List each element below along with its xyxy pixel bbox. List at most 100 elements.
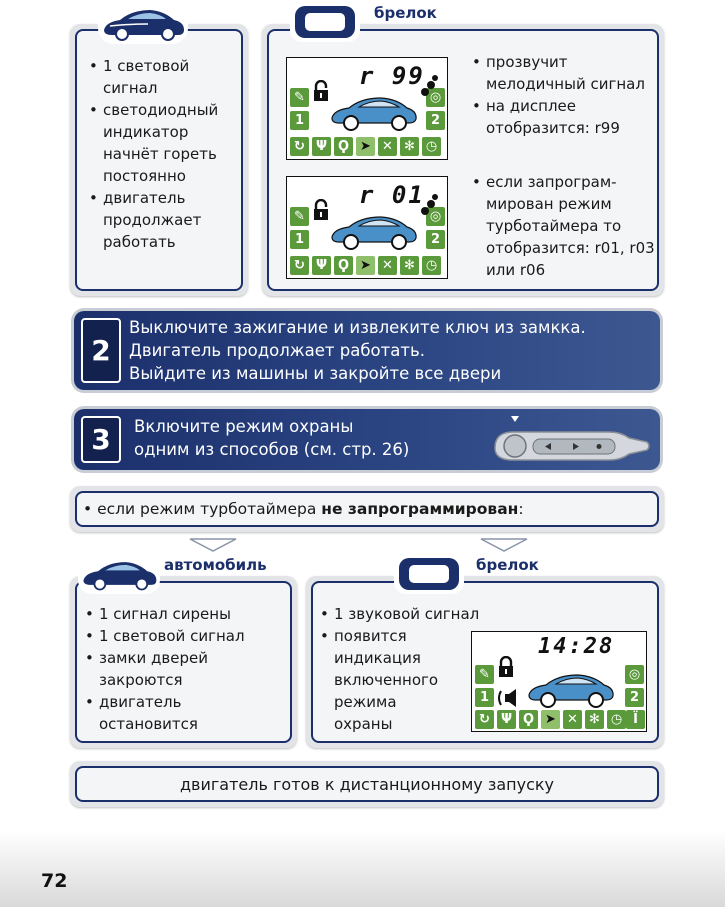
list-item: появится индикация включенного режима ох… [320,625,445,735]
footer-inner: двигатель готов к дистанционному запуску [75,766,659,802]
key-icon: Ϙ [519,710,538,729]
play-icon: ➤ [541,710,560,729]
step-line: Включите режим охраны [134,415,464,438]
fob-list-2: если запрограм-мирован режим турботаймер… [472,171,657,281]
top-car-inner: 1 световой сигнал светодиодный индикатор… [75,29,243,291]
top-car-list: 1 световой сигнал светодиодный индикатор… [89,55,239,253]
snowflake-icon: ✻ [585,710,604,729]
list-item: замки дверей закроются [85,647,285,691]
key-icon: Ϙ [334,137,353,156]
bottom-fob-list: 1 звуковой сигнал появится индикация вкл… [320,603,495,735]
list-item: 1 сигнал сирены [85,603,285,625]
digit-2-icon: 2 [625,688,644,707]
gauge-icon: ◎ [625,665,644,684]
snowflake-icon: ✻ [400,137,419,156]
condition-suffix: : [518,500,523,518]
lock-icon [313,199,329,221]
wrench-icon: ✎ [290,88,309,107]
clock-icon: ◷ [422,256,441,275]
fan-icon: ✕ [563,710,582,729]
lock-icon [498,656,514,678]
remote-fob-illustration [489,414,654,466]
step-text: Выключите зажигание и извлеките ключ из … [129,316,654,385]
key-icon: Ϙ [334,256,353,275]
step-line: Выключите зажигание и извлеките ключ из … [129,316,654,339]
fan-icon: ✕ [378,137,397,156]
step-3-banner: 3 Включите режим охраны одним из способо… [74,409,660,470]
car-icon [78,554,160,594]
snowflake-icon: ✻ [400,256,419,275]
refresh-icon: ↻ [290,137,309,156]
key-fob-icon [394,554,464,594]
fob-label: брелок [370,4,441,22]
wrench-icon: ✎ [290,207,309,226]
key-fob-icon [290,2,360,42]
list-item: если запрограм-мирован режим турботаймер… [472,171,657,281]
top-car-panel: 1 световой сигнал светодиодный индикатор… [70,24,248,296]
car-illustration [329,88,419,133]
bottom-fob-panel: 1 звуковой сигнал появится индикация вкл… [306,576,664,748]
car-icon [98,2,188,44]
smoke-icon [419,193,439,217]
icon-row: ↻ Ψ Ϙ ➤ ✕ ✻ ◷ Ϊ [475,710,645,730]
fob-list-1: прозвучит мелодичный сигнал на дисплее о… [472,51,657,139]
down-arrow-left [188,537,238,553]
step-line: одним из способов (см. стр. 26) [134,438,464,461]
bottom-car-inner: 1 сигнал сирены 1 световой сигнал замки … [75,581,292,743]
fob-display-3: 14:28 ✎ 1 ◎ 2 ↻ Ψ Ϙ [471,631,647,732]
condition-inner: • если режим турботаймера не запрограмми… [75,491,659,527]
condition-prefix: • если режим турботаймера [83,500,321,518]
list-item: 1 световой сигнал [85,625,285,647]
digit-1-icon: 1 [475,688,494,707]
fob-display-1: r 99 ✎ 1 ◎ 2 ↻ Ψ Ϙ [286,57,448,160]
fob-label: брелок [472,556,543,574]
play-icon: ➤ [356,256,375,275]
fan-icon: ✕ [378,256,397,275]
step-number: 3 [81,416,121,463]
tool-icon: Ψ [312,137,331,156]
footer-text: двигатель готов к дистанционному запуску [77,775,657,794]
refresh-icon: ↻ [475,710,494,729]
footer-panel: двигатель готов к дистанционному запуску [70,761,664,807]
car-label: автомобиль [160,556,271,574]
list-item: 1 звуковой сигнал [320,603,495,625]
display-code: r 01 [359,181,425,209]
car-illustration [524,665,618,710]
condition-bold: не запрограммирован [321,500,518,518]
list-item: на дисплее отобразится: r99 [472,95,657,139]
clock-icon: ◷ [422,137,441,156]
down-arrow-right [479,537,529,553]
list-item: двигатель продолжает работать [89,187,239,253]
display-code: r 99 [359,62,425,90]
lock-icon [313,80,329,102]
list-item: прозвучит мелодичный сигнал [472,51,657,95]
digit-2-icon: 2 [426,230,445,249]
condition-text: • если режим турботаймера не запрограмми… [83,500,524,518]
tool-icon: Ψ [312,256,331,275]
sound-icon [497,688,519,708]
refresh-icon: ↻ [290,256,309,275]
bottom-car-panel: 1 сигнал сирены 1 световой сигнал замки … [70,576,297,748]
wrench-icon: ✎ [475,665,494,684]
clock-icon: ◷ [607,710,626,729]
list-item: двигатель остановится [85,691,285,735]
play-icon: ➤ [356,137,375,156]
icon-row: ↻ Ψ Ϙ ➤ ✕ ✻ ◷ [290,137,446,157]
page-number: 72 [41,870,67,892]
tool-icon: Ψ [497,710,516,729]
step-number: 2 [81,318,121,383]
step-line: Двигатель продолжает работать. [129,339,654,362]
display-time: 14:28 [538,634,614,659]
list-item: светодиодный индикатор начнёт гореть пос… [89,99,239,187]
digit-1-icon: 1 [290,111,309,130]
step-text: Включите режим охраны одним из способов … [134,415,464,461]
thermometer-icon: Ϊ [626,710,645,729]
smoke-icon [419,74,439,98]
condition-panel: • если режим турботаймера не запрограмми… [70,486,664,532]
bottom-fob-inner: 1 звуковой сигнал появится индикация вкл… [311,581,659,743]
step-2-banner: 2 Выключите зажигание и извлеките ключ и… [74,311,660,390]
top-fob-inner: r 99 ✎ 1 ◎ 2 ↻ Ψ Ϙ [267,29,659,291]
step-line: Выйдите из машины и закройте все двери [129,362,654,385]
digit-1-icon: 1 [290,230,309,249]
fob-display-2: r 01 ✎ 1 ◎ 2 ↻ Ψ Ϙ [286,176,448,279]
